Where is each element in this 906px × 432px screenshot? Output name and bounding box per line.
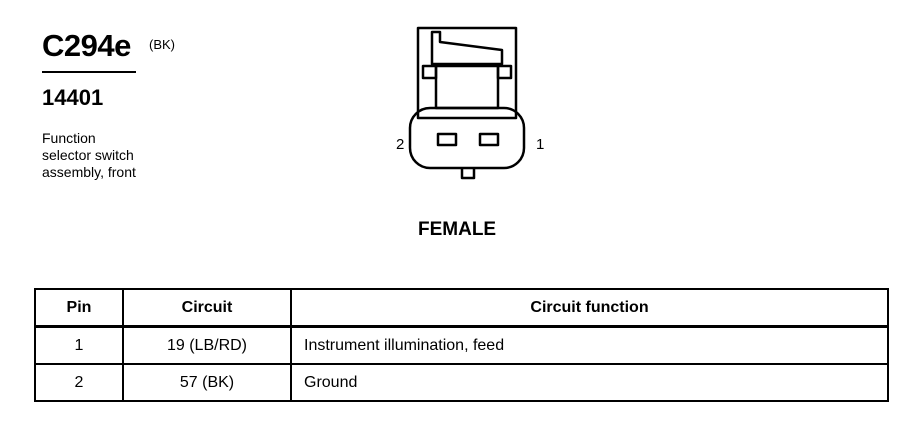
description-line: Function	[42, 130, 96, 146]
side-notch-left	[421, 64, 438, 80]
title-rule	[42, 71, 136, 73]
terminal-cavity-1	[478, 132, 500, 147]
gender-label: FEMALE	[418, 219, 497, 240]
mating-face	[408, 106, 526, 170]
pin-table: Pin Circuit Circuit function 1 19 (LB/RD…	[34, 288, 889, 402]
description-line: selector switch	[42, 147, 134, 163]
keyway	[460, 168, 476, 180]
locking-tab	[430, 30, 504, 66]
description-line: assembly, front	[42, 164, 136, 180]
table-row: 2 57 (BK) Ground	[34, 363, 889, 402]
part-number: 14401	[42, 85, 104, 110]
table-row: 1 19 (LB/RD) Instrument illumination, fe…	[34, 325, 889, 365]
column-header-function: Circuit function	[290, 288, 889, 328]
connector-face-diagram: 2 1	[396, 26, 544, 180]
circuit-cell: 19 (LB/RD)	[122, 325, 292, 365]
column-header-circuit: Circuit	[122, 288, 292, 328]
connector-id: C294e	[42, 28, 131, 63]
component-description: Function selector switch assembly, front	[42, 130, 136, 181]
table-header-row: Pin Circuit Circuit function	[34, 288, 889, 328]
connector-color: (BK)	[149, 37, 175, 52]
function-cell: Ground	[290, 363, 889, 402]
latch-window	[434, 64, 500, 110]
terminal-cavity-2	[436, 132, 458, 147]
pin-cell: 1	[34, 325, 124, 365]
pin-cell: 2	[34, 363, 124, 402]
column-header-pin: Pin	[34, 288, 124, 328]
connector-shell	[416, 26, 518, 120]
pin-label-2: 2	[396, 136, 404, 153]
pin-label-1: 1	[536, 136, 544, 153]
circuit-cell: 57 (BK)	[122, 363, 292, 402]
side-notch-right	[496, 64, 513, 80]
function-cell: Instrument illumination, feed	[290, 325, 889, 365]
